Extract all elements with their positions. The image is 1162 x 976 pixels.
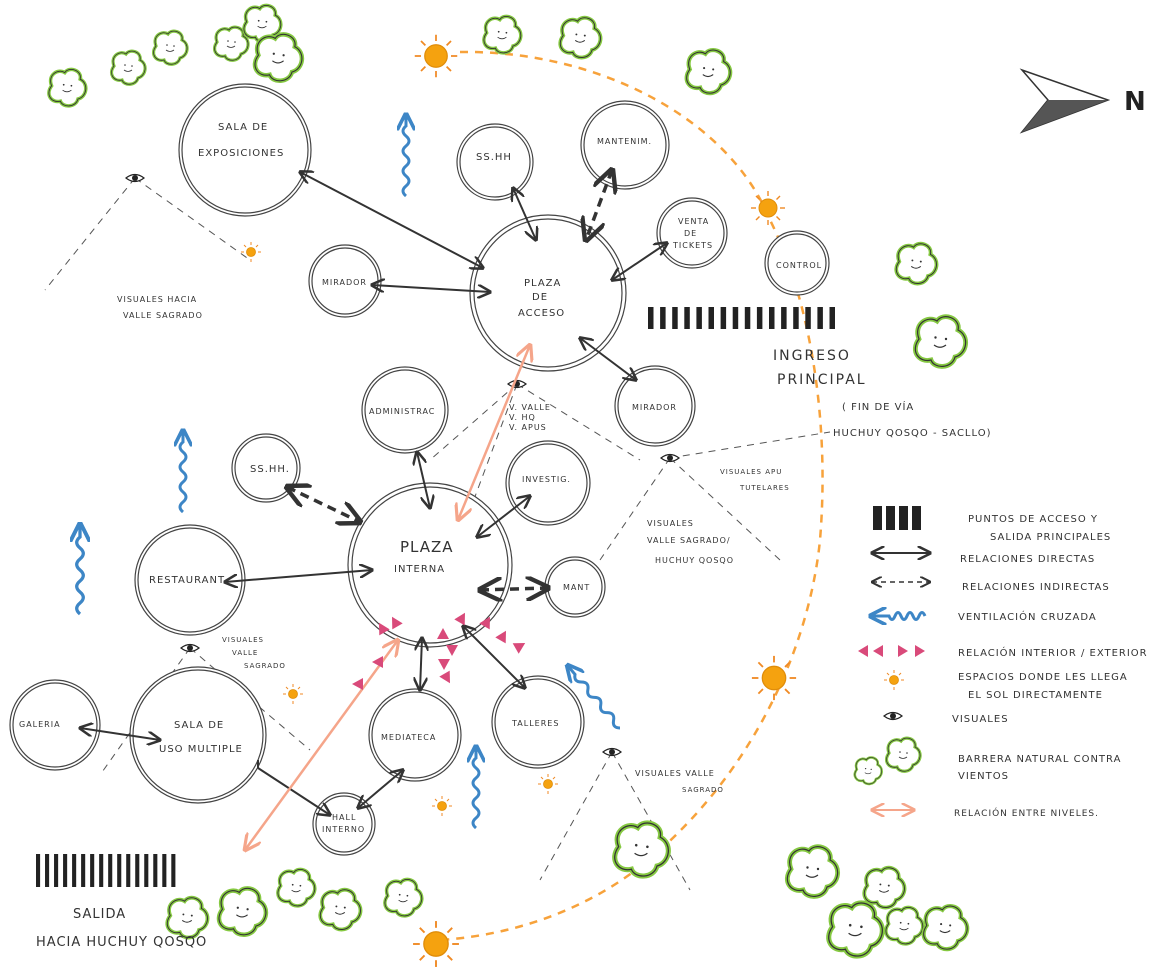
circle-sala-exposiciones [178, 83, 312, 217]
ann-visuales-center-2: V. HQ [509, 413, 536, 422]
label-mirador-right: MIRADOR [632, 403, 677, 412]
label-mirador-left: MIRADOR [322, 278, 367, 287]
legend-bush-icon [853, 736, 922, 786]
label-administrac: ADMINISTRAC [369, 407, 435, 416]
ann-visuales-valle-hq-1: VISUALES [647, 519, 694, 528]
ann-visuales-valle-top-1: VISUALES HACIA [117, 295, 197, 304]
circle-mirador-right [614, 365, 696, 447]
ann-salida-1: SALIDA [73, 907, 126, 922]
label-venta-3: TICKETS [672, 241, 713, 250]
ann-visuales-valle-bottom-2: SAGRADO [682, 786, 724, 794]
label-sala-exposiciones-1: SALA DE [218, 122, 268, 133]
ann-visuales-valle-bottom-1: VISUALES VALLE [635, 769, 715, 778]
legend: PUNTOS DE ACCESO Y SALIDA PRINCIPALES RE… [853, 506, 1148, 819]
ann-salida-2: HACIA HUCHUY QOSQO [36, 935, 207, 950]
ann-visuales-apus-1: VISUALES APU [720, 468, 782, 476]
indirect-relations [287, 170, 612, 590]
legend-text-4: RELACIÓN INTERIOR / EXTERIOR [958, 646, 1148, 659]
circle-talleres [491, 675, 585, 769]
label-plaza-interna-2: INTERNA [394, 564, 445, 575]
label-restaurant: RESTAURANT [149, 575, 225, 586]
ann-visuales-valle-hq-3: HUCHUY QOSQO [655, 556, 734, 565]
north-arrow: N [1019, 68, 1148, 134]
ann-fin-de-via-1: ( FIN DE VÍA [842, 400, 914, 413]
legend-text-2: RELACIONES INDIRECTAS [962, 582, 1110, 593]
label-sala-exposiciones-2: EXPOSICIONES [198, 148, 284, 159]
ann-ingreso-1: INGRESO [773, 348, 851, 364]
label-plaza-acceso-2: DE [532, 292, 548, 303]
ann-visuales-valle-left-1: VISUALES [222, 636, 264, 644]
label-mantenim: MANTENIM. [597, 137, 652, 146]
ann-visuales-valle-hq-2: VALLE SAGRADO/ [647, 536, 731, 545]
legend-text-0a: PUNTOS DE ACCESO Y [968, 514, 1098, 525]
circle-venta-tickets [656, 197, 728, 269]
circle-sala-uso-multiple [129, 666, 267, 804]
level-relations [245, 345, 530, 850]
label-sala-uso-1: SALA DE [174, 720, 224, 731]
label-control: CONTROL [776, 261, 822, 270]
label-plaza-acceso-1: PLAZA [524, 278, 561, 289]
circle-administrac [361, 366, 449, 454]
label-venta-1: VENTA [678, 217, 709, 226]
space-labels: SALA DE EXPOSICIONES SS.HH MANTENIM. VEN… [19, 122, 822, 834]
ann-ingreso-2: PRINCIPAL [777, 372, 867, 388]
legend-text-8: RELACIÓN ENTRE NIVELES. [954, 807, 1099, 819]
label-investig: INVESTIG. [522, 475, 571, 484]
legend-text-0b: SALIDA PRINCIPALES [990, 532, 1111, 543]
label-mant: MANT [563, 583, 590, 592]
site-boundary-path [439, 50, 824, 942]
ann-visuales-center-3: V. APUS [509, 423, 547, 432]
legend-text-5a: ESPACIOS DONDE LES LLEGA [958, 672, 1128, 683]
label-sala-uso-2: USO MULTIPLE [159, 744, 243, 755]
legend-text-3: VENTILACIÓN CRUZADA [958, 610, 1097, 623]
circle-control [764, 230, 830, 296]
ann-visuales-center-1: V. VALLE [509, 403, 551, 412]
legend-access-bars-icon [873, 506, 921, 530]
label-hall-2: INTERNO [322, 825, 365, 834]
label-ss-hh-top: SS.HH [476, 152, 512, 163]
legend-text-7b: VIENTOS [958, 771, 1009, 782]
label-plaza-interna-1: PLAZA [400, 538, 454, 556]
legend-text-7a: BARRERA NATURAL CONTRA [958, 754, 1121, 765]
ann-visuales-valle-left-3: SAGRADO [244, 662, 286, 670]
legend-text-5b: EL SOL DIRECTAMENTE [968, 690, 1103, 701]
ann-visuales-valle-left-2: VALLE [232, 649, 258, 657]
north-label: N [1124, 87, 1148, 117]
ann-visuales-valle-top-2: VALLE SAGRADO [123, 311, 203, 320]
legend-sun-icon [883, 669, 905, 691]
label-mediateca: MEDIATECA [381, 733, 436, 742]
legend-eye-icon [883, 711, 903, 721]
legend-wave-arrow-icon [872, 613, 927, 620]
label-hall-1: HALL [332, 813, 356, 822]
label-venta-2: DE [684, 229, 697, 238]
annotations: VISUALES HACIA VALLE SAGRADO INGRESO PRI… [36, 295, 991, 950]
ann-fin-de-via-2: HUCHUY QOSQO - SACLLO) [833, 428, 991, 439]
legend-text-1: RELACIONES DIRECTAS [960, 554, 1095, 565]
legend-triangles-icon [858, 645, 925, 657]
label-galeria: GALERIA [19, 720, 61, 729]
label-talleres: TALLERES [511, 719, 559, 728]
label-plaza-acceso-3: ACCESO [518, 308, 565, 319]
ann-visuales-apus-2: TUTELARES [739, 484, 790, 492]
label-ss-hh-mid: SS.HH. [250, 464, 290, 475]
legend-text-6: VISUALES [952, 714, 1009, 725]
